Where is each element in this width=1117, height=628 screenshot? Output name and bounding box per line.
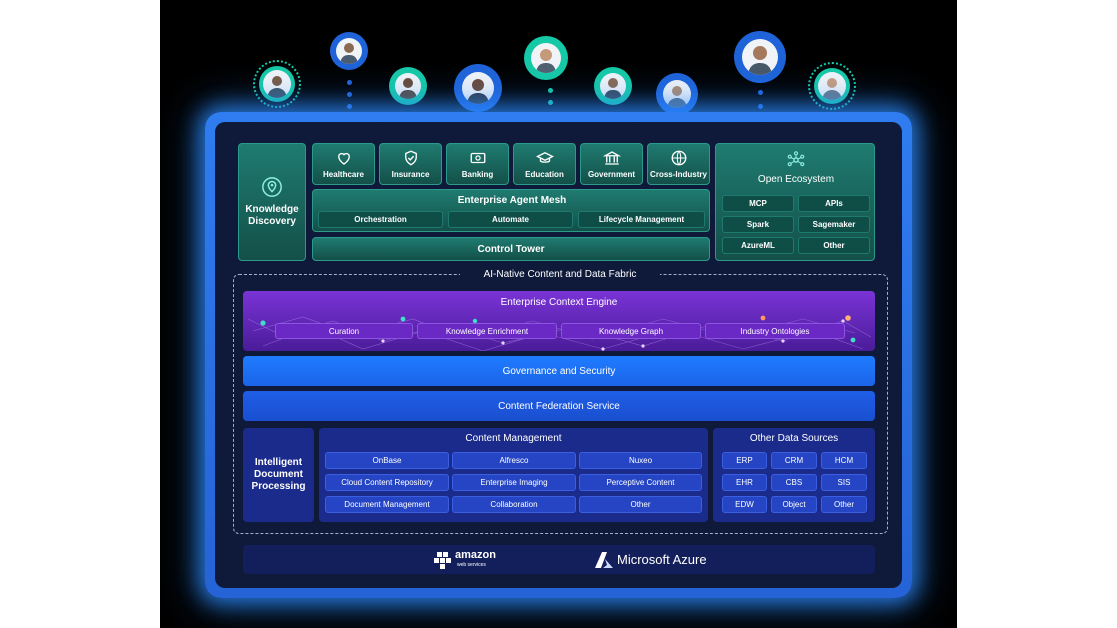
aws-logo: amazon web services: [433, 548, 503, 572]
data-source-item[interactable]: EHR: [722, 474, 767, 491]
azure-icon: [595, 552, 613, 568]
persona-avatar: [454, 64, 502, 112]
persona-avatar: [389, 67, 427, 105]
knowledge-discovery-block: Knowledge Discovery: [238, 143, 306, 261]
azure-wordmark: Microsoft Azure: [617, 552, 707, 567]
data-source-item[interactable]: Other: [821, 496, 867, 513]
open-ecosystem-block: Open Ecosystem MCP APIs Spark Sagemaker …: [715, 143, 875, 261]
user-icon: [395, 73, 421, 99]
content-management-item[interactable]: Collaboration: [452, 496, 576, 513]
idp-label: Intelligent Document Processing: [251, 457, 306, 492]
azure-logo: Microsoft Azure: [595, 549, 725, 571]
data-source-item[interactable]: Object: [771, 496, 817, 513]
industry-tile-insurance[interactable]: Insurance: [379, 143, 442, 185]
idp-block: Intelligent Document Processing: [243, 428, 314, 522]
ecosystem-item[interactable]: APIs: [798, 195, 870, 212]
ecosystem-item[interactable]: AzureML: [722, 237, 794, 254]
context-engine-title: Enterprise Context Engine: [500, 296, 618, 308]
context-engine-item[interactable]: Industry Ontologies: [705, 323, 845, 339]
user-icon: [818, 72, 846, 100]
user-icon: [600, 73, 626, 99]
user-icon: [742, 39, 778, 75]
industry-label: Banking: [461, 170, 494, 179]
industry-label: Cross-Industry: [650, 170, 707, 179]
industry-label: Healthcare: [323, 170, 364, 179]
agent-mesh-title: Enterprise Agent Mesh: [457, 194, 567, 206]
diagram-stage: Knowledge Discovery Healthcare Insurance…: [160, 0, 957, 628]
control-tower-block[interactable]: Control Tower: [312, 237, 710, 261]
industry-tile-education[interactable]: Education: [513, 143, 576, 185]
cloud-providers-bar: amazon web services Microsoft Azure: [243, 545, 875, 574]
agent-mesh-block: Enterprise Agent Mesh Orchestration Auto…: [312, 189, 710, 232]
industry-tile-government[interactable]: Government: [580, 143, 643, 185]
fabric-title: AI-Native Content and Data Fabric: [460, 267, 660, 281]
content-management-item[interactable]: Other: [579, 496, 702, 513]
data-source-item[interactable]: HCM: [821, 452, 867, 469]
government-building-icon: [602, 151, 621, 165]
globe-icon: [671, 150, 686, 166]
user-icon: [663, 80, 691, 108]
persona-avatar: [734, 31, 786, 83]
map-pin-icon: [262, 177, 282, 197]
context-engine-block: Enterprise Context Engine Curation Knowl…: [243, 291, 875, 351]
knowledge-discovery-label: Knowledge Discovery: [245, 204, 299, 227]
context-engine-item[interactable]: Knowledge Graph: [561, 323, 701, 339]
data-source-item[interactable]: EDW: [722, 496, 767, 513]
ecosystem-item[interactable]: Sagemaker: [798, 216, 870, 233]
content-management-item[interactable]: Document Management: [325, 496, 449, 513]
heart-icon: [337, 152, 350, 165]
ecosystem-item[interactable]: Spark: [722, 216, 794, 233]
industry-tile-healthcare[interactable]: Healthcare: [312, 143, 375, 185]
user-icon: [263, 70, 291, 98]
agent-mesh-item[interactable]: Automate: [448, 211, 573, 228]
agent-mesh-item[interactable]: Lifecycle Management: [578, 211, 705, 228]
persona-avatar: [524, 36, 568, 80]
content-management-block: Content Management OnBase Alfresco Nuxeo…: [319, 428, 708, 522]
other-data-sources-title: Other Data Sources: [749, 432, 839, 444]
ecosystem-item[interactable]: MCP: [722, 195, 794, 212]
content-management-title: Content Management: [465, 432, 562, 444]
banknote-icon: [470, 152, 485, 164]
user-icon: [531, 43, 561, 73]
aws-cubes-icon: [434, 552, 451, 569]
data-source-item[interactable]: ERP: [722, 452, 767, 469]
open-ecosystem-title: Open Ecosystem: [757, 173, 835, 185]
persona-avatar: [594, 67, 632, 105]
persona-avatar: [330, 32, 368, 70]
industry-label: Education: [525, 170, 564, 179]
content-management-item[interactable]: Cloud Content Repository: [325, 474, 449, 491]
data-source-item[interactable]: CBS: [771, 474, 817, 491]
context-engine-item[interactable]: Curation: [275, 323, 413, 339]
industry-tile-cross-industry[interactable]: Cross-Industry: [647, 143, 710, 185]
data-source-item[interactable]: SIS: [821, 474, 867, 491]
aws-wordmark: amazon: [455, 549, 496, 561]
aws-subtext: web services: [457, 562, 486, 568]
industry-tile-banking[interactable]: Banking: [446, 143, 509, 185]
industry-label: Government: [587, 170, 636, 179]
network-icon: [787, 151, 805, 167]
shield-check-icon: [404, 150, 417, 166]
data-source-item[interactable]: CRM: [771, 452, 817, 469]
content-management-item[interactable]: Alfresco: [452, 452, 576, 469]
context-engine-item[interactable]: Knowledge Enrichment: [417, 323, 557, 339]
persona-avatar: [253, 60, 301, 108]
persona-avatar: [808, 62, 856, 110]
user-icon: [336, 38, 362, 64]
content-management-item[interactable]: Nuxeo: [579, 452, 702, 469]
federation-block[interactable]: Content Federation Service: [243, 391, 875, 421]
industry-label: Insurance: [391, 170, 430, 179]
content-management-item[interactable]: Enterprise Imaging: [452, 474, 576, 491]
content-management-item[interactable]: OnBase: [325, 452, 449, 469]
graduation-cap-icon: [535, 151, 554, 163]
ecosystem-item[interactable]: Other: [798, 237, 870, 254]
governance-block[interactable]: Governance and Security: [243, 356, 875, 386]
user-icon: [462, 72, 494, 104]
persona-avatar: [656, 73, 698, 115]
content-management-item[interactable]: Perceptive Content: [579, 474, 702, 491]
other-data-sources-block: Other Data Sources ERP CRM HCM EHR CBS S…: [713, 428, 875, 522]
agent-mesh-item[interactable]: Orchestration: [318, 211, 443, 228]
